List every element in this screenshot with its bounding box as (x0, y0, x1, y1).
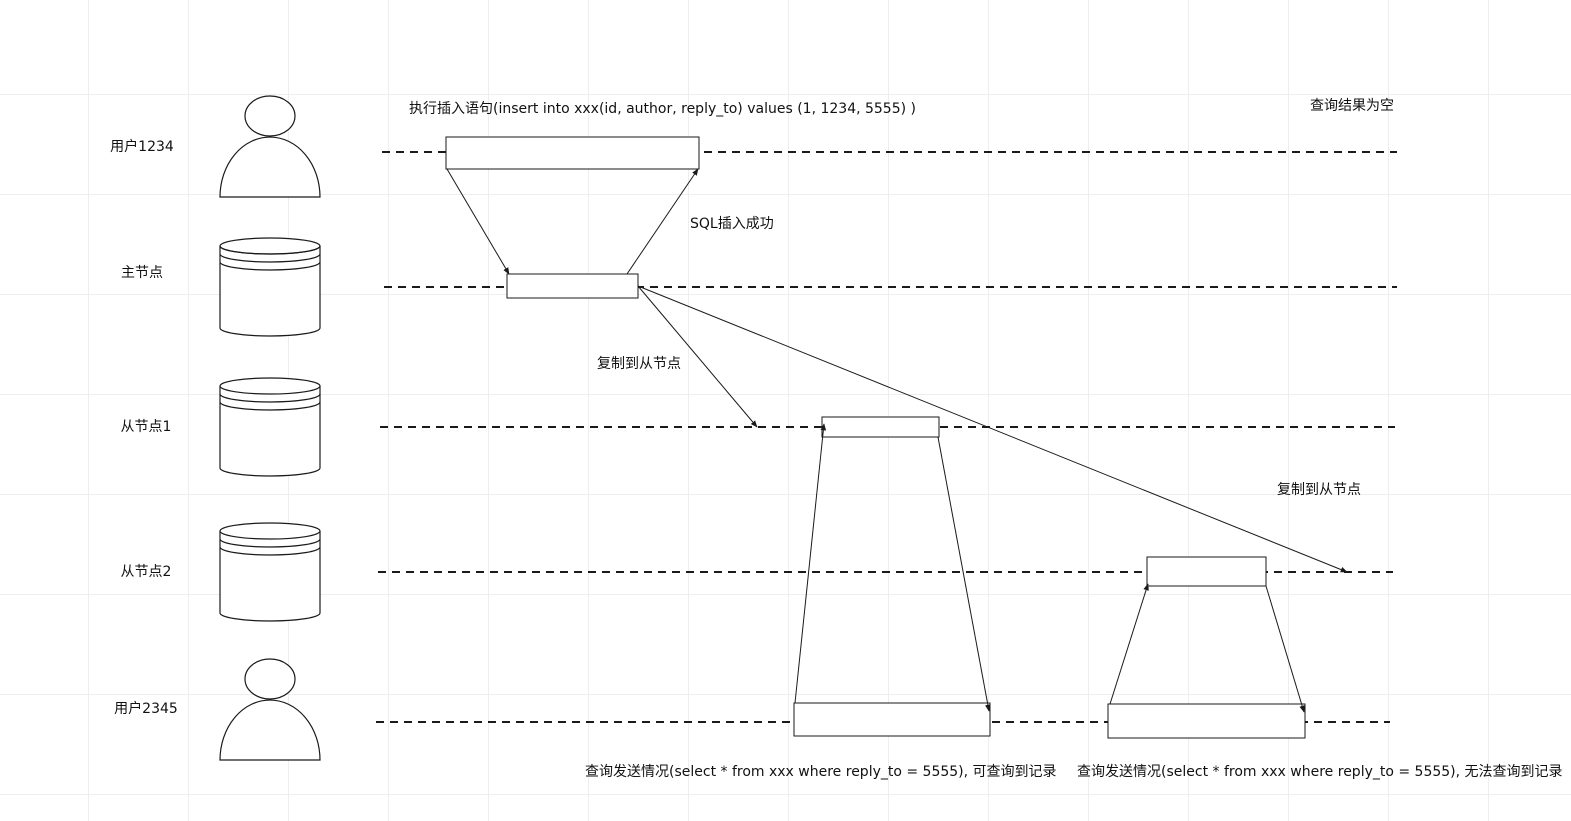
annotation-replicate-replica1: 复制到从节点 (597, 356, 681, 372)
arrow-query-to-replica1 (794, 423, 827, 704)
annotation-sql-success: SQL插入成功 (690, 216, 774, 232)
annotation-query-found: 查询发送情况(select * from xxx where reply_to … (585, 764, 1057, 780)
database-icon (219, 237, 321, 337)
user-icon (219, 658, 321, 761)
annotation-insert-statement: 执行插入语句(insert into xxx(id, author, reply… (409, 101, 917, 117)
annotation-query-empty: 查询结果为空 (1310, 98, 1394, 114)
actor-label-user-1234: 用户1234 (110, 139, 174, 155)
database-icon (219, 377, 321, 477)
activation-user1234-insert (445, 136, 700, 170)
arrow-insert-request (446, 168, 510, 275)
user-icon (219, 95, 321, 198)
actor-label-master-node: 主节点 (121, 265, 163, 281)
arrow-replica2-result (1265, 585, 1305, 713)
activation-master (506, 273, 639, 299)
activation-user2345-query2 (1107, 703, 1306, 739)
database-icon (219, 522, 321, 622)
actor-label-user-2345: 用户2345 (114, 701, 178, 717)
arrow-replicate-to-replica2 (637, 285, 1348, 573)
annotation-replicate-replica2: 复制到从节点 (1277, 482, 1361, 498)
actor-label-replica-1: 从节点1 (120, 419, 172, 435)
annotation-query-not-found: 查询发送情况(select * from xxx where reply_to … (1077, 764, 1563, 780)
arrow-replica1-result (937, 436, 991, 712)
activation-replica2 (1146, 556, 1267, 587)
arrow-replicate-to-replica1 (637, 285, 758, 428)
activation-user2345-query1 (793, 702, 991, 737)
arrow-query-to-replica2 (1109, 583, 1149, 705)
activation-replica1 (821, 416, 940, 438)
actor-label-replica-2: 从节点2 (120, 564, 172, 580)
arrow-insert-success (626, 168, 699, 275)
